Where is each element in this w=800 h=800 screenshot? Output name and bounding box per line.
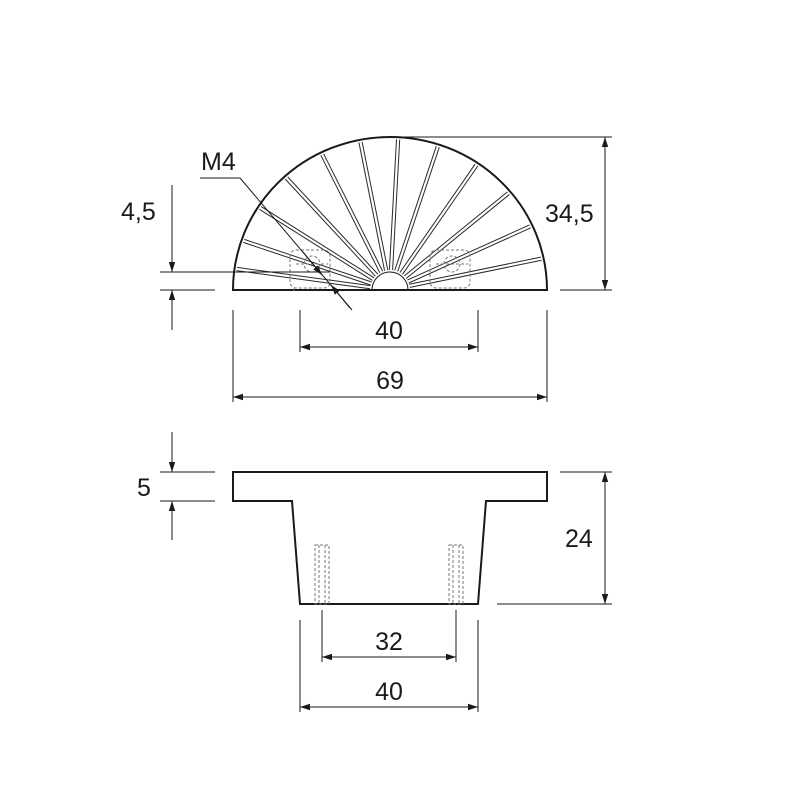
base-width-label: 40: [375, 678, 403, 706]
height-dimension-label: 34,5: [545, 200, 594, 228]
side-height-label: 24: [565, 525, 593, 553]
rib-line-9: [284, 178, 376, 277]
rib-line-12: [237, 266, 371, 287]
rib-line-1: [409, 259, 542, 288]
hole-spacing-label: 40: [375, 317, 403, 345]
rib-line-12: [236, 270, 371, 290]
rib-line-8: [320, 154, 381, 273]
rib-line-2: [407, 224, 530, 281]
rib-line-3: [405, 194, 510, 279]
rib-line-5: [394, 146, 437, 271]
hidden-screw-hole-left: [314, 544, 330, 605]
rib-line-3: [403, 191, 508, 277]
center-notch: [371, 271, 409, 291]
top-view-extension-lines: [160, 136, 612, 402]
rib-line-6: [392, 139, 401, 271]
rib-line-11: [244, 238, 372, 283]
rib-line-9: [287, 176, 379, 275]
rib-line-8: [323, 153, 384, 272]
flange-thickness-label: 5: [137, 474, 151, 502]
top-view: 34,5 4,5 M4 40 69: [121, 136, 612, 402]
side-view-extension-lines: [160, 471, 612, 712]
fan-ribs: [236, 139, 542, 290]
rib-line-10: [259, 208, 373, 281]
rib-line-7: [361, 141, 389, 271]
knob-side-profile-outline: [232, 471, 548, 605]
rib-line-6: [388, 139, 397, 270]
rib-line-7: [358, 142, 386, 271]
rib-line-4: [402, 165, 479, 275]
side-view: 5 24 32 40: [137, 432, 612, 712]
rib-line-5: [397, 147, 440, 272]
hole-offset-label: 4,5: [121, 198, 156, 226]
thread-label: M4: [201, 148, 236, 176]
hidden-screw-hole-right: [448, 544, 464, 605]
rib-line-4: [399, 163, 476, 273]
rib-line-10: [260, 206, 375, 279]
hidden-insert-right: [429, 249, 471, 289]
rib-line-1: [409, 256, 542, 285]
screw-spacing-label: 32: [375, 628, 403, 656]
width-dimension-label: 69: [376, 367, 404, 395]
